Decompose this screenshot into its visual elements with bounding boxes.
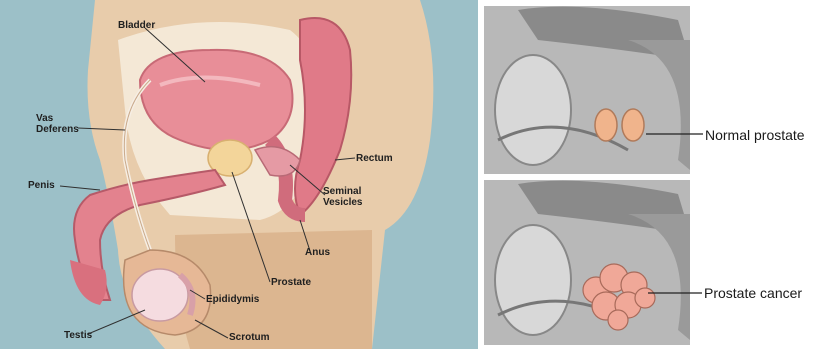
label-epididymis: Epididymis [206,294,259,305]
label-prostate-cancer: Prostate cancer [704,285,802,301]
prostate-cancer-panel [484,180,702,345]
label-rectum: Rectum [356,153,393,164]
label-vas-deferens: Vas Deferens [36,113,79,135]
label-penis: Penis [28,180,55,191]
label-seminal-line1: Seminal [323,186,362,197]
label-prostate: Prostate [271,277,311,288]
label-bladder: Bladder [118,20,155,31]
label-vas-deferens-line1: Vas [36,113,79,124]
label-seminal-vesicles: Seminal Vesicles [323,186,362,208]
cancer-bladder [495,225,571,335]
label-scrotum: Scrotum [229,332,270,343]
label-vas-deferens-line2: Deferens [36,124,79,135]
normal-prostate-lobe-right [622,109,644,141]
label-seminal-line2: Vesicles [323,197,362,208]
label-testis: Testis [64,330,92,341]
normal-prostate-panel [484,6,703,174]
normal-prostate-lobe-left [595,109,617,141]
normal-bladder [495,55,571,165]
label-anus: Anus [305,247,330,258]
label-normal-prostate: Normal prostate [705,127,805,143]
